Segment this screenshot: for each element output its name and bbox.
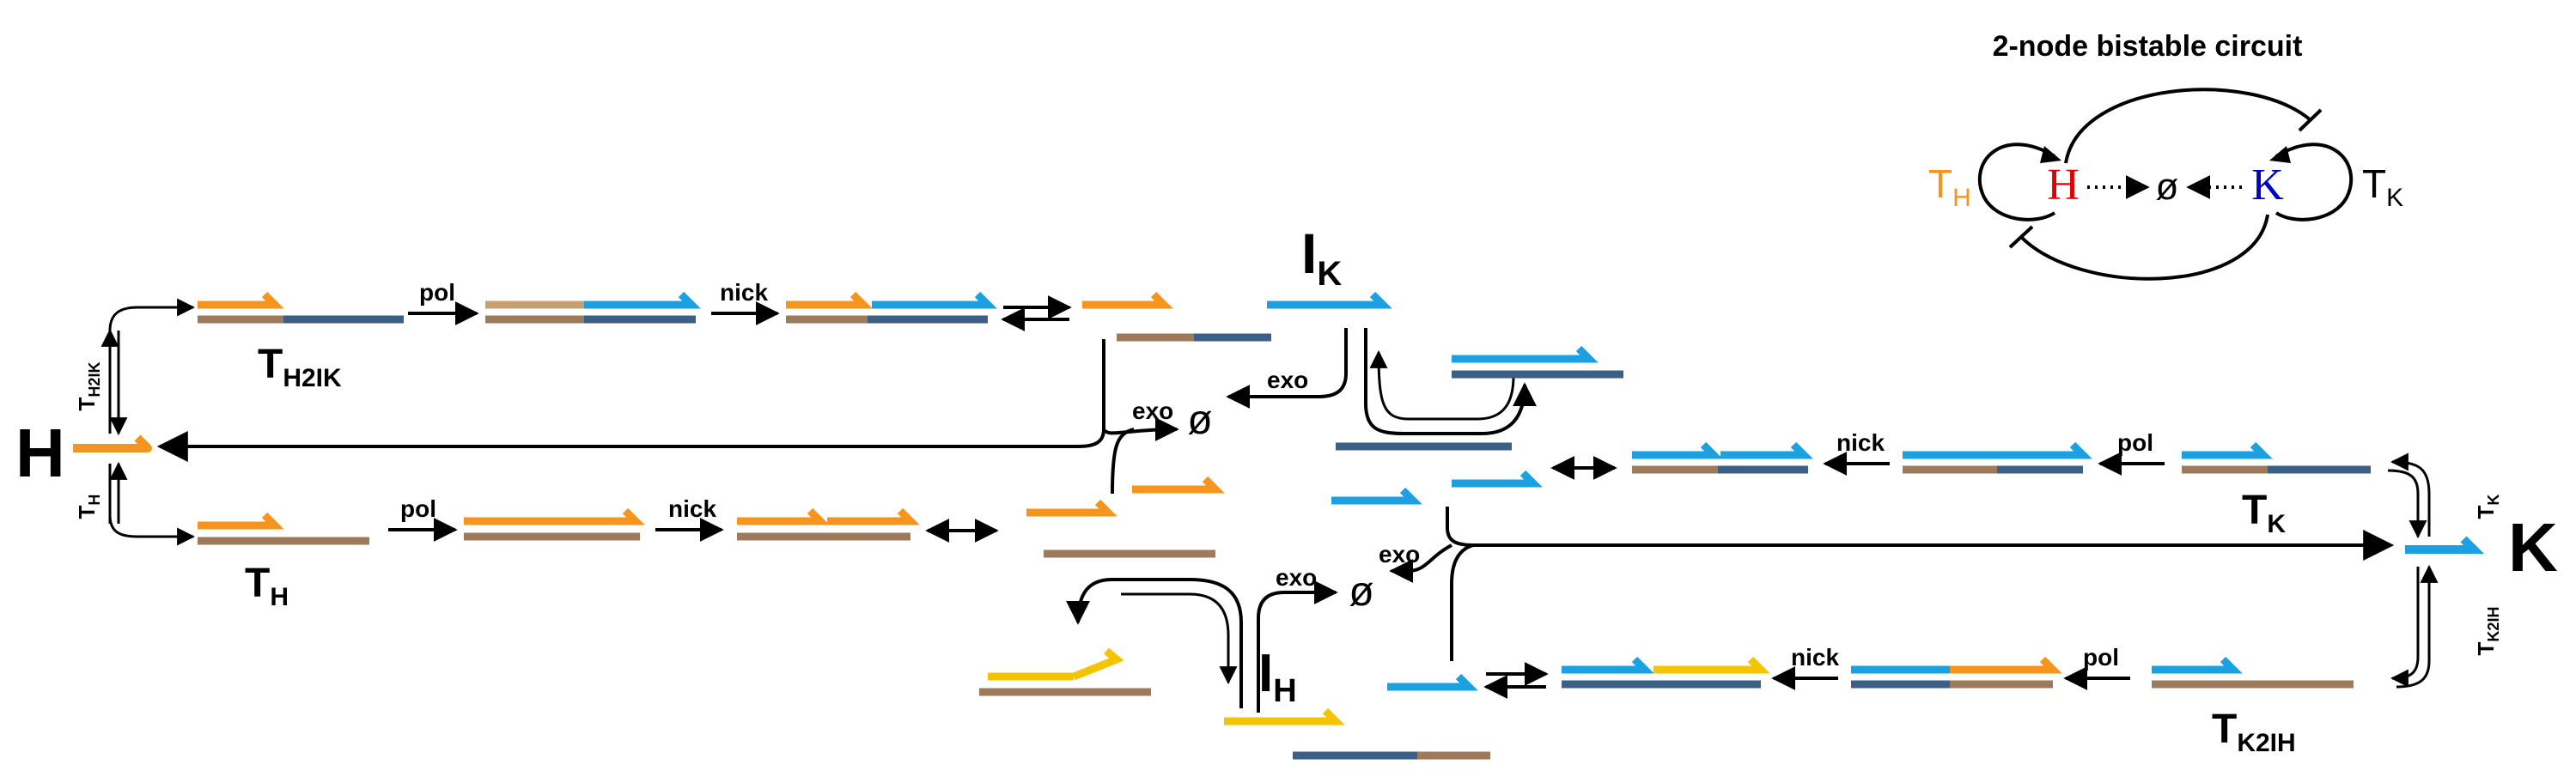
strand <box>1452 345 1599 363</box>
null-symbol-center: ø <box>1187 398 1212 443</box>
strand <box>1903 441 2092 459</box>
ih-exo-arrow <box>1257 580 1338 713</box>
species-h-strand <box>73 434 152 452</box>
inset-tk-label: TK <box>2362 161 2403 212</box>
strand <box>1026 499 1117 517</box>
side-label-th: TH <box>74 495 103 519</box>
branch-to-exo-lower <box>1389 543 1452 583</box>
strand <box>1452 470 1543 488</box>
strand <box>1224 707 1345 725</box>
return-to-h-arrow <box>156 339 1105 462</box>
k-to-tk2ih-curve <box>2390 567 2420 688</box>
side-label-th2ik: TH2IK <box>74 362 103 411</box>
strand <box>1387 673 1478 691</box>
tk2ih-pathway: TK2IH pol nick <box>1387 644 2354 757</box>
strand <box>872 291 997 309</box>
strand <box>737 507 830 525</box>
enzyme-nick-label-4: nick <box>1791 644 1839 671</box>
inset-k-to-h-inhibition <box>2019 214 2269 281</box>
th2ik-upper-curve <box>108 298 196 331</box>
k-to-tk-curve <box>2390 452 2431 537</box>
inset-null-symbol: ø <box>2156 166 2179 208</box>
th2ik-pathway: TH2IK pol nick IK <box>198 222 1392 392</box>
th-pathway: TH pol nick <box>198 476 1225 611</box>
ih-group: IH <box>979 578 1490 760</box>
strand <box>1132 476 1225 494</box>
species-h-label: H <box>15 415 65 491</box>
enzyme-nick-label: nick <box>720 279 768 306</box>
th-lower-curve <box>108 514 196 546</box>
inset-node-k: K <box>2251 161 2284 209</box>
enzyme-nick-label-2: nick <box>668 495 716 522</box>
template-tk2ih-label: TK2IH <box>2212 707 2296 757</box>
strand <box>786 291 873 309</box>
strand <box>198 291 284 309</box>
species-k-strand <box>2405 536 2485 554</box>
tk-to-k-curve <box>2387 469 2427 539</box>
strand <box>198 512 284 530</box>
ik-binding-arrow-inner <box>1369 349 1515 421</box>
inset-th-label: TH <box>1928 161 1971 212</box>
exo-label-ik: exo <box>1267 367 1308 393</box>
exo-label-center: exo <box>1132 398 1173 424</box>
species-k-group: K TK TK2IH <box>2387 452 2558 689</box>
enzyme-pol-label-4: pol <box>2083 644 2119 671</box>
enzyme-pol-label: pol <box>419 279 455 306</box>
ik-exo-arrow <box>1226 328 1348 409</box>
inset-h-selfloop-head <box>2040 146 2061 163</box>
branch-from-tk2ih <box>1450 543 1474 661</box>
species-h-group: H TH2IK TH <box>15 298 196 546</box>
inset-h-selfloop <box>1977 143 2056 222</box>
strand <box>1632 441 1723 459</box>
inset-k-selfloop <box>2275 143 2354 222</box>
tk-pathway: TK pol nick <box>1331 429 2371 538</box>
strand <box>1653 656 1770 674</box>
strand <box>584 291 701 309</box>
species-ik-label: IK <box>1301 222 1342 293</box>
branch-to-exo-upper <box>1102 417 1179 442</box>
inset-h-to-k-bar <box>2298 108 2323 132</box>
null-symbol-right: ø <box>1349 569 1373 615</box>
branch-from-th <box>1111 428 1135 495</box>
strand <box>550 507 645 525</box>
bistable-inset: 2-node bistable circuit TH H K ø TK <box>1928 30 2403 281</box>
enzyme-pol-label-3: pol <box>2117 429 2153 456</box>
strand <box>1950 656 2062 674</box>
strand <box>2152 656 2243 674</box>
enzyme-nick-label-3: nick <box>1836 429 1885 456</box>
side-label-tk2ih: TK2IH <box>2473 607 2502 656</box>
tk2ih-to-k-curve <box>2396 564 2439 689</box>
center-exo-group: exo ø exo <box>156 328 1623 495</box>
strand <box>1072 647 1124 681</box>
exo-label-ih: exo <box>1276 564 1317 591</box>
enzyme-pol-label-2: pol <box>400 495 436 522</box>
inset-h-to-k-inhibition <box>2064 88 2312 164</box>
exo-label-right: exo <box>1379 541 1420 568</box>
template-th2ik-label: TH2IK <box>258 342 342 392</box>
right-exo-group: exo ø exo <box>1257 507 2395 713</box>
inset-k-to-h-bar <box>2008 225 2034 249</box>
species-k-label: K <box>2508 509 2558 586</box>
template-tk-label: TK <box>2242 488 2286 538</box>
template-th-label: TH <box>245 561 289 611</box>
strand <box>1562 656 1654 674</box>
strand <box>2182 441 2273 459</box>
ik-binding-arrow <box>1364 328 1537 435</box>
ih-binding-arrow-inner <box>1121 592 1238 685</box>
strand <box>827 507 920 525</box>
inset-title: 2-node bistable circuit <box>1993 30 2303 63</box>
inset-node-h: H <box>2047 161 2080 209</box>
ih-binding-arrow <box>1066 578 1243 708</box>
strand <box>1331 487 1422 505</box>
strand <box>1720 441 1813 459</box>
inset-k-selfloop-head <box>2269 146 2291 163</box>
species-ih-label: IH <box>1258 644 1297 709</box>
strand <box>1267 291 1392 309</box>
side-label-tk: TK <box>2473 495 2502 519</box>
strand <box>1082 291 1173 309</box>
